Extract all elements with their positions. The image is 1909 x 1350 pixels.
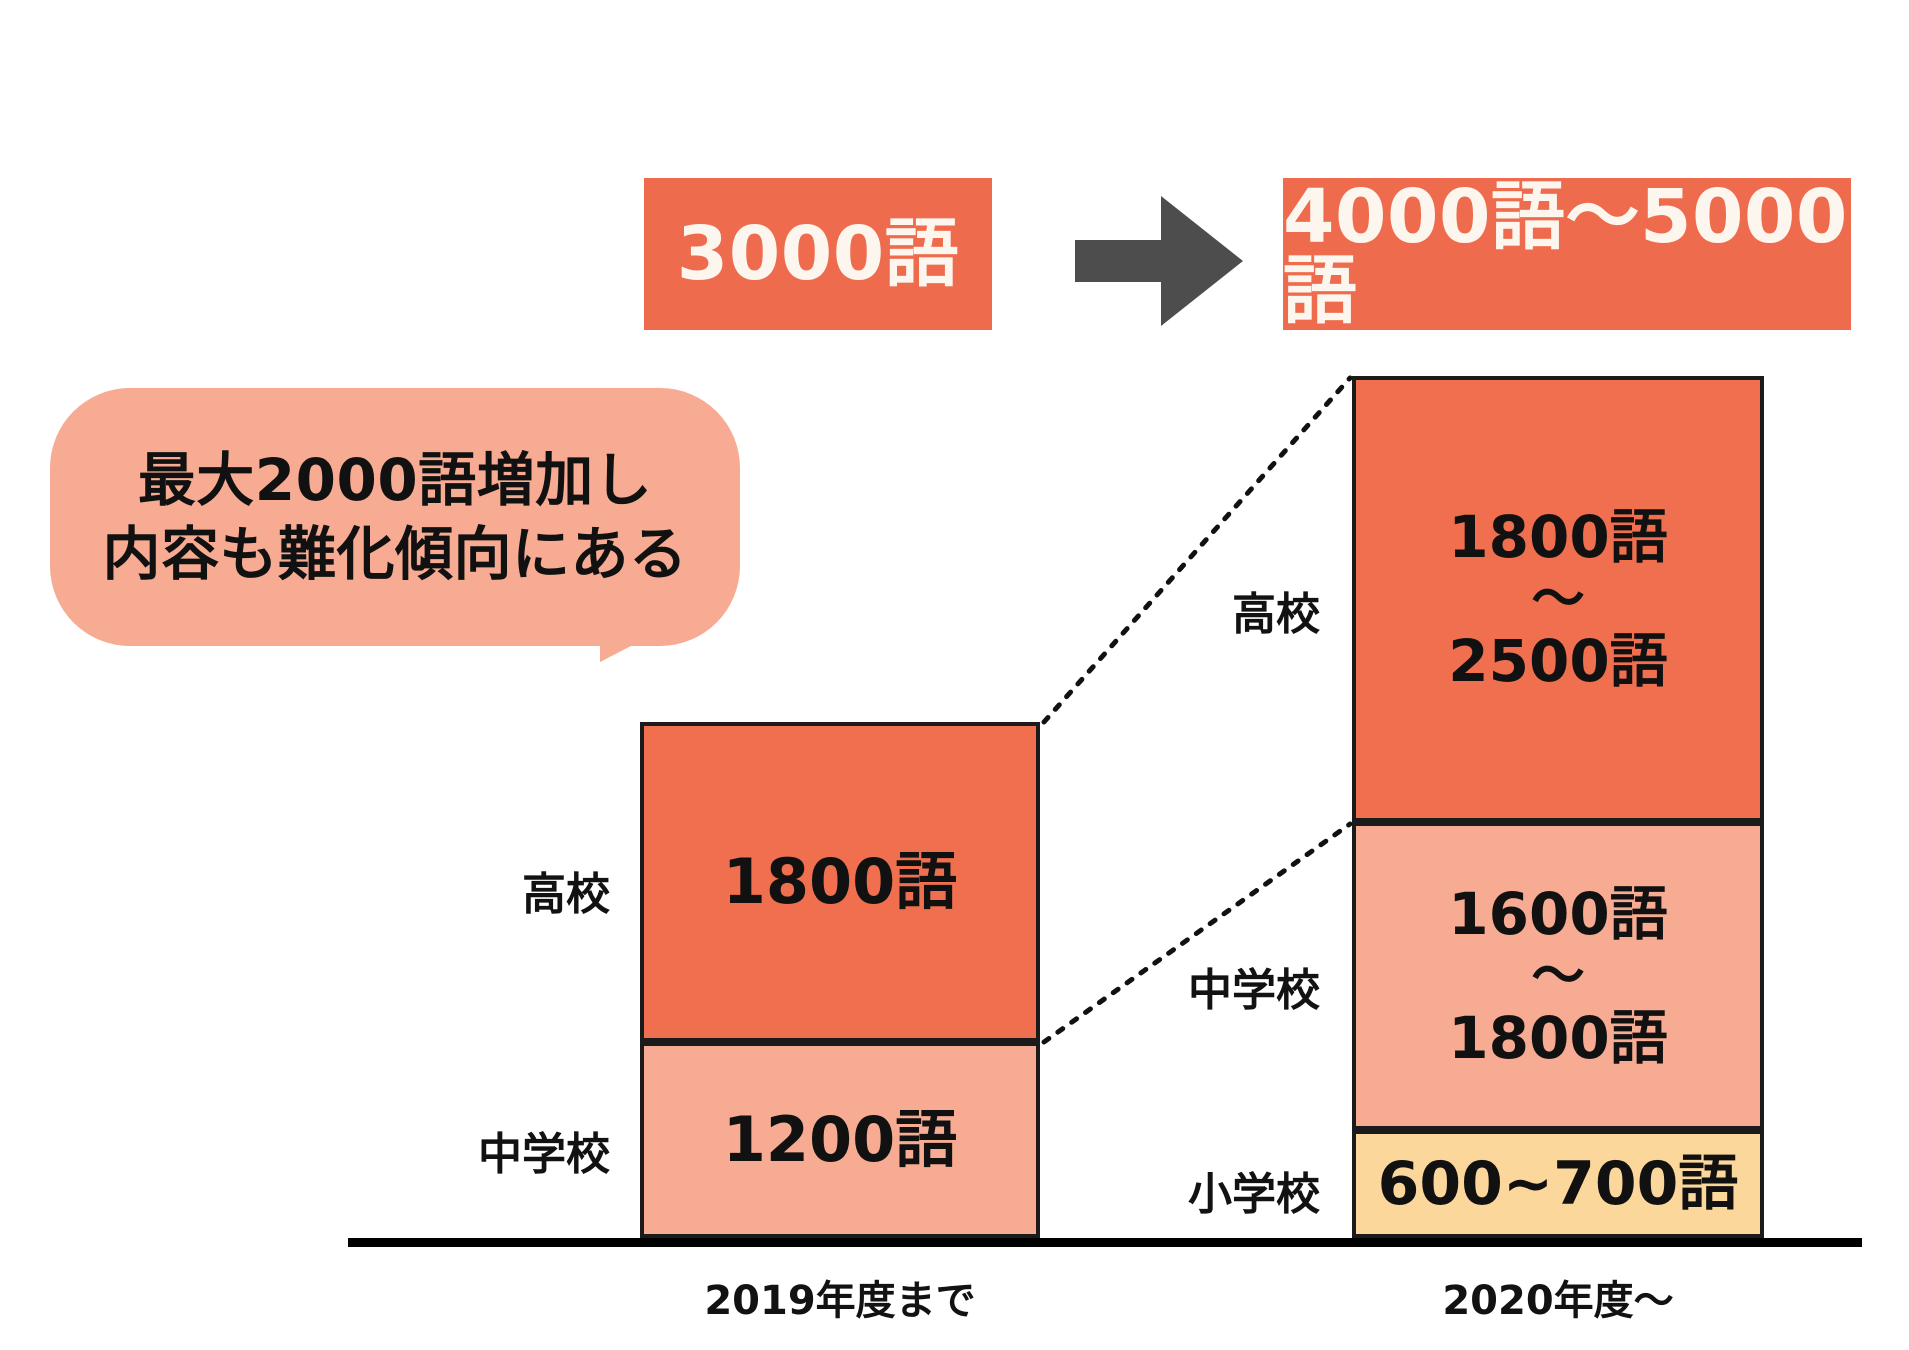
right-junior-value-bottom: 1800語 xyxy=(1448,1004,1668,1072)
arrow-right-icon xyxy=(1075,196,1243,326)
axis-label-2019: 2019年度まで xyxy=(704,1278,976,1324)
left-bar-label-high-school: 高校 xyxy=(522,869,610,920)
right-high-value-bottom: 2500語 xyxy=(1448,627,1668,695)
right-bar-label-junior-high: 中学校 xyxy=(1188,965,1320,1016)
right-bar-label-high-school: 高校 xyxy=(1232,589,1320,640)
right-junior-value-top: 1600語 xyxy=(1448,879,1668,948)
right-bar-segment-junior-high: 1600語 ～ 1800語 xyxy=(1352,822,1764,1130)
right-junior-tilde: ～ xyxy=(1531,943,1585,1007)
left-bar-label-junior-high: 中学校 xyxy=(478,1129,610,1180)
right-bar-segment-high-school: 1800語 ～ 2500語 xyxy=(1352,376,1764,822)
left-bar-segment-high-school: 1800語 xyxy=(640,722,1040,1042)
right-bar-label-elementary: 小学校 xyxy=(1188,1169,1320,1220)
callout-line-2: 内容も難化傾向にある xyxy=(102,520,688,588)
chart-baseline xyxy=(348,1238,1862,1247)
vocabulary-total-before-banner: 3000語 xyxy=(644,178,992,330)
callout-line-1: 最大2000語増加し xyxy=(137,445,653,514)
right-high-value-top: 1800語 xyxy=(1448,502,1668,571)
right-bar-segment-elementary: 600~700語 xyxy=(1352,1130,1764,1238)
right-high-tilde: ～ xyxy=(1531,566,1585,630)
increase-callout: 最大2000語増加し 内容も難化傾向にある xyxy=(50,388,740,646)
axis-label-2020: 2020年度～ xyxy=(1442,1278,1674,1324)
vocabulary-total-after-banner: 4000語～5000語 xyxy=(1283,178,1851,330)
connector-high-school-top xyxy=(1041,375,1353,725)
left-bar-segment-junior-high: 1200語 xyxy=(640,1042,1040,1238)
